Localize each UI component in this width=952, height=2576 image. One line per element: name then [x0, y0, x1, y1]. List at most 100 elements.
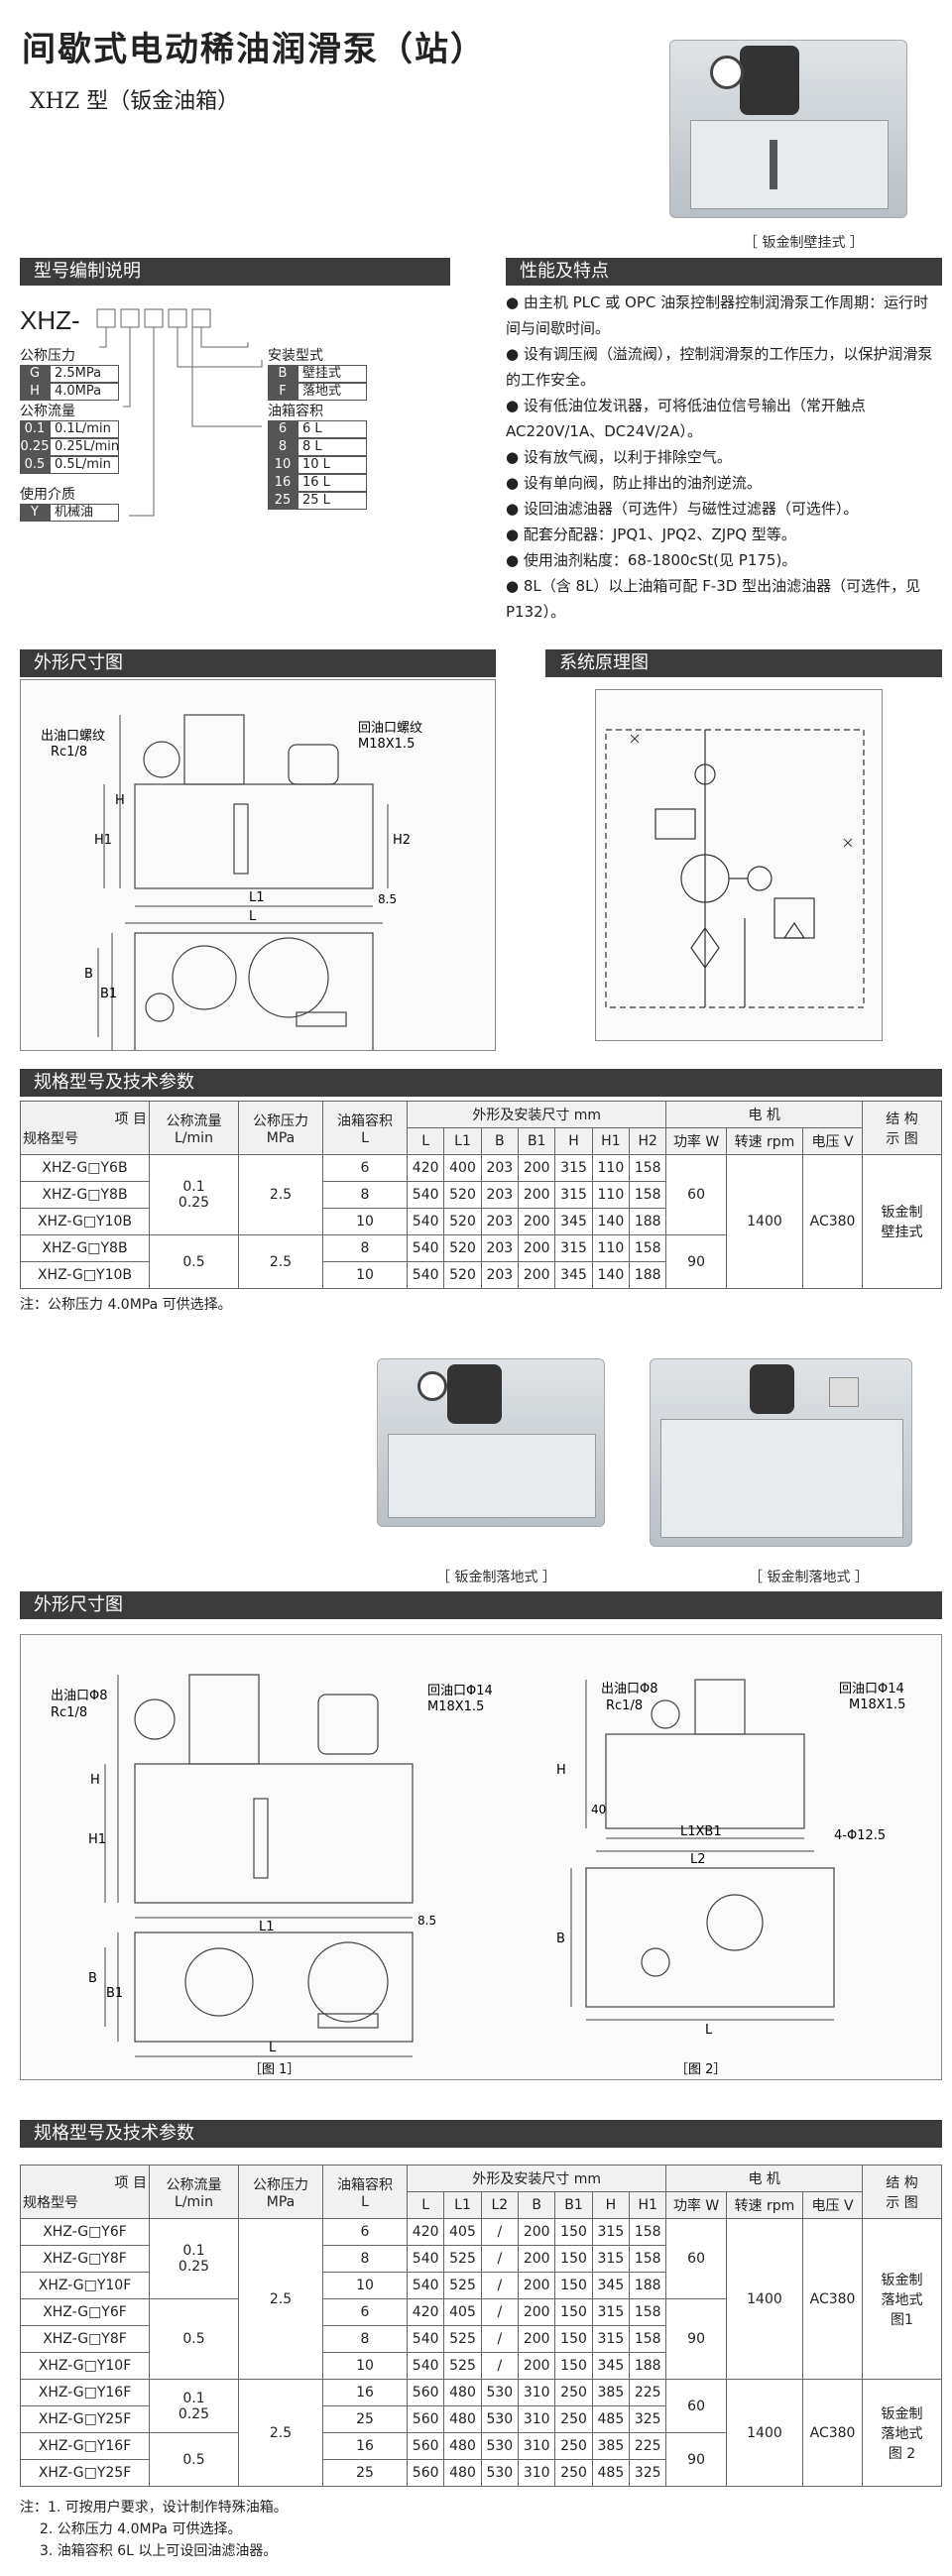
medium-code-y: Y [20, 504, 50, 522]
col-dims: 外形及安装尺寸 mm [406, 1101, 667, 1128]
dim-col: B1 [518, 1127, 556, 1155]
note-item: 3. 油箱容积 6L 以上可设回油滤油器。 [40, 2543, 278, 2559]
return-label-3: 回油口Φ14 [839, 1682, 904, 1697]
col-speed: 转速 rpm [725, 2191, 804, 2219]
feature-item: ● 8L（含 8L）以上油箱可配 F-3D 型出油滤油器（可选件，见 P132）… [506, 577, 921, 621]
note-item: 注：1. 可按用户要求，设计制作特殊油箱。 [20, 2500, 288, 2516]
dim-col: H [591, 2191, 631, 2219]
page-title: 间歇式电动稀油润滑泵（站） [22, 30, 486, 69]
pressure-label: 公称压力 [20, 348, 75, 364]
system-heading: 系统原理图 [545, 649, 942, 677]
tank-code-16: 16 [268, 474, 298, 492]
tank-label: 油箱容积 [268, 404, 323, 419]
note-item: 2. 公称压力 4.0MPa 可供选择。 [40, 2521, 242, 2537]
col-motor: 电 机 [665, 2165, 863, 2192]
dim-col: H2 [629, 1127, 667, 1155]
col-speed: 转速 rpm [725, 1127, 804, 1155]
dim-h1-1: H1 [94, 833, 112, 848]
flow-code-05: 0.5 [20, 456, 50, 474]
feature-item: ● 设有放气阀，以利于排除空气。 [506, 448, 732, 466]
floor-pump-photo-2 [650, 1358, 912, 1547]
dim-col: H1 [591, 1127, 631, 1155]
dim-85-2: 8.5 [417, 1914, 436, 1928]
dimension-drawing-2-svg: 出油口Φ8 Rc1/8 回油口Φ14 M18X1.5 H H1 L1 8.5 B… [51, 1674, 905, 2077]
dim-col: L2 [480, 2191, 520, 2219]
col-struct: 结 构示 图 [862, 1101, 942, 1155]
model-code-heading: 型号编制说明 [20, 258, 450, 286]
dim-h-2: H [90, 1773, 100, 1788]
col-voltage: 电压 V [802, 1127, 863, 1155]
dim-col: L [406, 1127, 445, 1155]
flow-label: 公称流量 [20, 404, 75, 419]
outlet-thread-1: Rc1/8 [51, 745, 87, 760]
dim-l-1: L [249, 909, 257, 924]
dimension-heading-2: 外形尺寸图 [20, 1591, 942, 1619]
page-subtitle: XHZ 型（钣金油箱） [30, 89, 240, 114]
dim-col: H1 [629, 2191, 667, 2219]
pressure-value-g: 2.5MPa [50, 365, 119, 383]
fig1-label: ［图 1］ [249, 2062, 299, 2077]
outlet-thread-3: Rc1/8 [606, 1698, 643, 1713]
dim-b-2: B [88, 1971, 97, 1986]
dim-40: 40 [591, 1803, 606, 1816]
outlet-label-2: 出油口Φ8 [51, 1689, 108, 1703]
return-thread-1: M18X1.5 [358, 737, 415, 752]
dim-l1xb1: L1XB1 [680, 1824, 722, 1839]
tank-code-6: 6 [268, 420, 298, 438]
col-voltage: 电压 V [802, 2191, 863, 2219]
flow-code-01: 0.1 [20, 420, 50, 438]
spec-note-1: 注：公称压力 4.0MPa 可供选择。 [20, 1297, 232, 1313]
col-dims: 外形及安装尺寸 mm [406, 2165, 667, 2192]
wall-mounted-caption: ［ 钣金制壁挂式 ］ [744, 235, 864, 251]
wall-mounted-pump-photo [669, 40, 907, 218]
dim-col: L1 [443, 2191, 482, 2219]
col-struct: 结 构示 图 [862, 2165, 942, 2219]
dim-l1-2: L1 [259, 1920, 275, 1934]
fig2-label: ［图 2］ [675, 2062, 726, 2077]
dim-b-3: B [556, 1932, 565, 1946]
spec-heading-2: 规格型号及技术参数 [20, 2120, 942, 2148]
dim-b-1: B [84, 967, 93, 982]
medium-value-y: 机械油 [50, 504, 119, 522]
install-label: 安装型式 [268, 348, 323, 364]
dim-col: L1 [443, 1127, 482, 1155]
features-list: ● 由主机 PLC 或 OPC 油泵控制器控制润滑泵工作周期：运行时间与间歇时间… [506, 290, 942, 625]
flow-value-05: 0.5L/min [50, 456, 119, 474]
tank-code-25: 25 [268, 492, 298, 510]
pressure-code-g: G [20, 365, 50, 383]
feature-item: ● 由主机 PLC 或 OPC 油泵控制器控制润滑泵工作周期：运行时间与间歇时间… [506, 293, 929, 337]
col-power: 功率 W [665, 1127, 727, 1155]
dim-b1-1: B1 [100, 987, 117, 1001]
dim-l1-1: L1 [249, 890, 265, 905]
tank-value-6: 6 L [298, 420, 367, 438]
dim-col: L [406, 2191, 445, 2219]
install-value-f: 落地式 [298, 383, 367, 401]
return-label-1: 回油口螺纹 [358, 721, 422, 736]
floor-caption-1: ［ 钣金制落地式 ］ [436, 1570, 556, 1585]
col-item-model: 项 目规格型号 [20, 1101, 150, 1155]
dim-85-1: 8.5 [378, 892, 397, 906]
flow-value-01: 0.1L/min [50, 420, 119, 438]
dim-h2-1: H2 [393, 833, 411, 848]
feature-item: ● 使用油剂粘度：68-1800cSt(见 P175)。 [506, 551, 797, 569]
dim-b1-2: B1 [106, 1986, 123, 2001]
feature-item: ● 设有单向阀，防止排出的油剂逆流。 [506, 474, 762, 492]
outlet-label-1: 出油口螺纹 [41, 729, 105, 744]
